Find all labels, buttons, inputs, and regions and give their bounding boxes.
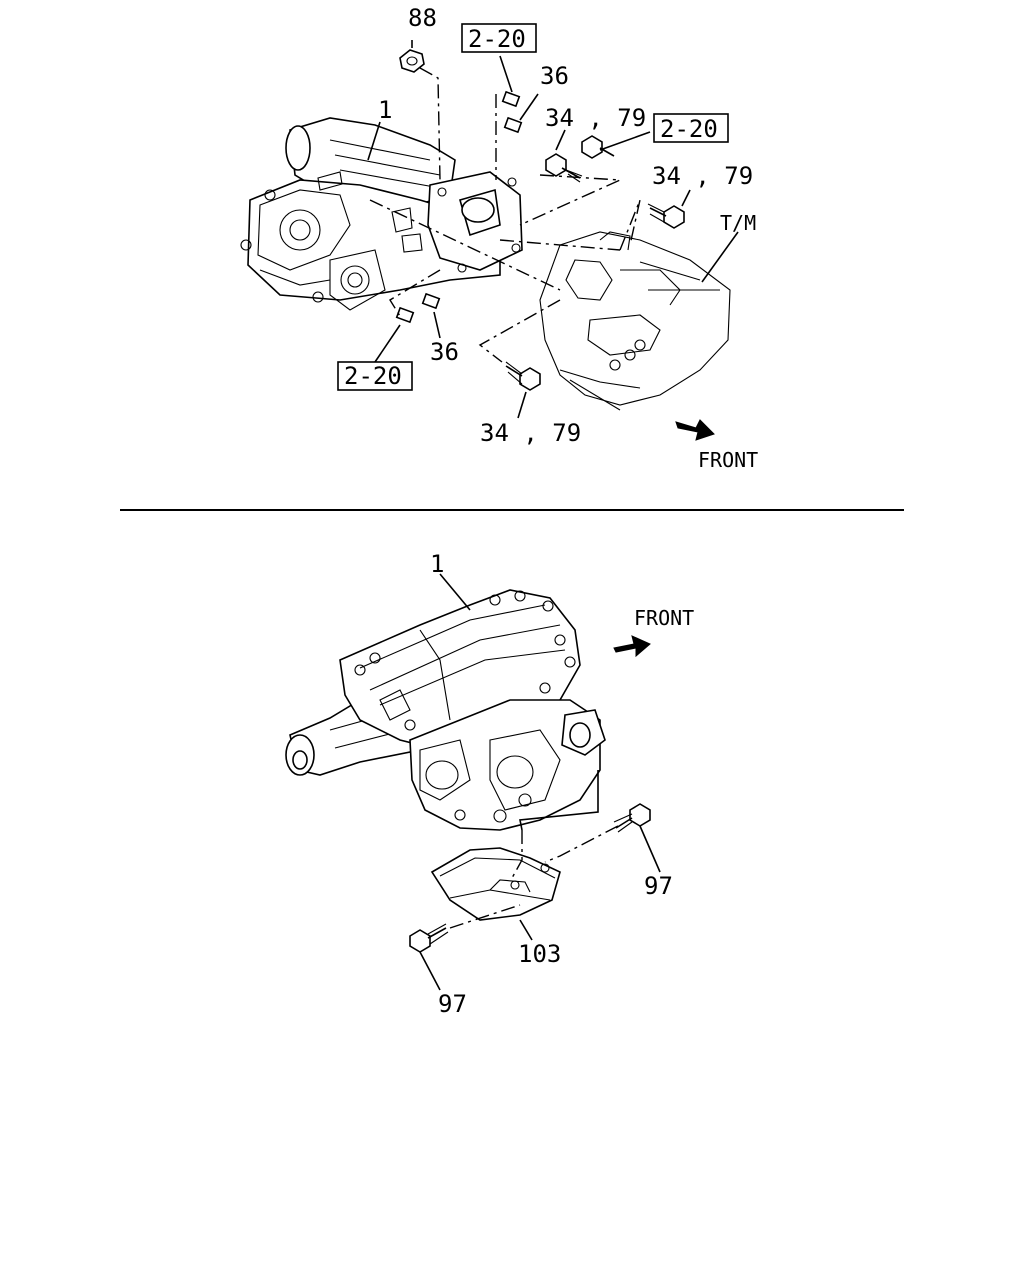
bolt-97-left — [409, 923, 449, 953]
front-label-top: FRONT — [698, 448, 758, 472]
bolt-2-20-right — [581, 135, 615, 159]
callout-36-top: 36 — [540, 62, 569, 90]
pins-36-top — [501, 90, 523, 134]
bolt-34-79-c — [505, 361, 541, 391]
callout-2-20-bottom: 2-20 — [344, 362, 402, 390]
bottom-leader-lines — [419, 573, 661, 991]
callout-34-79-b: 34 , 79 — [652, 162, 753, 190]
callout-97-left: 97 — [438, 990, 467, 1018]
ref-box-right — [653, 113, 729, 143]
transfer-case-drawing — [240, 117, 523, 311]
pins-36-bottom — [395, 292, 441, 324]
transfer-case-assembled-drawing — [285, 589, 606, 831]
bolt-34-79-a — [545, 153, 583, 183]
callout-2-20-top: 2-20 — [468, 25, 526, 53]
ref-box-bottom — [337, 361, 413, 391]
callout-1-bottom: 1 — [430, 550, 444, 578]
callout-2-20-right: 2-20 — [660, 115, 718, 143]
callout-103: 103 — [518, 940, 561, 968]
bolt-97-right — [613, 803, 651, 833]
callout-tm: T/M — [720, 211, 756, 235]
bolt-34-79-b — [647, 203, 685, 229]
callout-34-79-a: 34 , 79 — [545, 104, 646, 132]
front-arrow-top — [675, 419, 715, 441]
nut-88 — [399, 49, 425, 73]
front-arrow-bottom — [613, 635, 651, 658]
transmission-drawing — [539, 231, 731, 411]
callout-34-79-c: 34 , 79 — [480, 419, 581, 447]
callout-1-top: 1 — [378, 96, 392, 124]
top-section: 88 1 2-20 36 34 , 79 2-20 34 , 79 T/M 36… — [240, 4, 758, 472]
bottom-section: 1 FRONT 97 103 97 — [285, 550, 694, 1018]
front-label-bottom: FRONT — [634, 606, 694, 630]
top-leader-lines — [367, 40, 739, 419]
ref-box-top — [461, 23, 537, 53]
bracket-103 — [430, 847, 561, 921]
callout-97-right: 97 — [644, 872, 673, 900]
callout-36-bottom: 36 — [430, 338, 459, 366]
callout-88: 88 — [408, 4, 437, 32]
